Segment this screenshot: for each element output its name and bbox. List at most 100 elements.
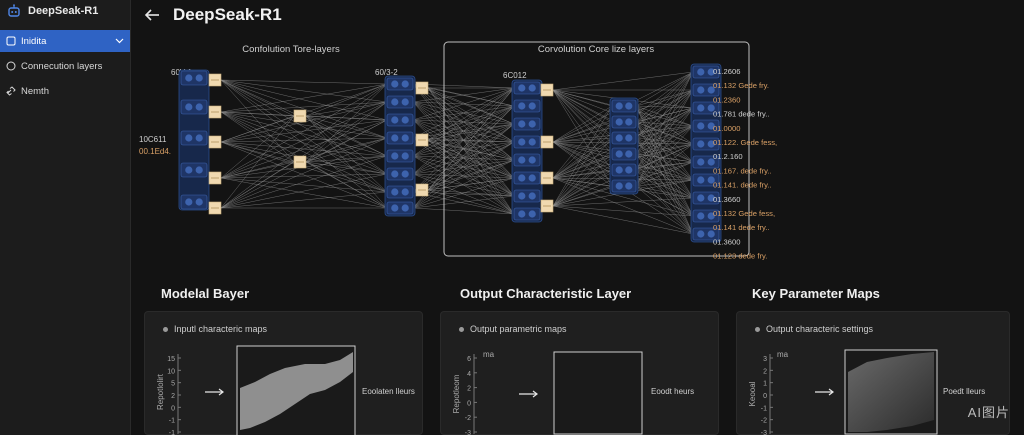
neuron-node [513,171,541,185]
neuron-node [386,201,414,215]
output-label: 01.167. dede fry.. [713,166,772,175]
neuron-node [386,77,414,91]
panel-subtitle: Inputl characteric maps [174,324,268,334]
neuron-node [611,163,637,177]
gradient-area [848,352,934,432]
y-tick-label: -1 [761,405,767,412]
sidebar-item-label: Connecution layers [21,60,103,72]
chevron-down-icon[interactable] [115,36,124,47]
neuron-node [692,173,720,187]
bullet-icon [755,326,760,332]
output-label: 01.2360 [713,95,740,104]
y-tick-label: 0 [467,400,471,407]
neuron-node [513,189,541,203]
neuron-node [692,227,720,241]
layer-column [384,75,416,217]
side-label: Eoodt heurs [651,387,694,396]
area-band [240,352,353,430]
neuron-node [180,194,208,210]
neuron-node [386,185,414,199]
side-label: Eoolaten lleurs [362,387,415,396]
panel-heading-output-characteristic: Output Characteristic Layer [460,286,632,301]
neuron-node [386,149,414,163]
neuron-node [513,117,541,131]
neuron-node [513,135,541,149]
mid-layer-label-1: 60/3-2 [375,68,398,77]
output-label: 01.122. Gede fess, [713,138,777,147]
neuron-node [611,115,637,129]
y-tick-label: -2 [465,415,471,422]
y-tick-label: 0 [763,393,767,400]
sidebar-item-connecution-layers[interactable]: Connecution layers [0,55,130,77]
sidebar: DeepSeak-R1 Inidita Connecution layers N… [0,0,131,435]
sidebar-item-inidita[interactable]: Inidita [0,30,130,52]
neuron-node [513,81,541,95]
neuron-node [386,113,414,127]
robot-icon [6,3,22,19]
y-axis-label: Repotlolirt [156,373,165,410]
neuron-node [180,162,208,178]
neuron-node [692,155,720,169]
network-diagram: Confolution Tore-layers Corvolution Core… [139,41,777,261]
output-label: 01.2606 [713,67,740,76]
back-arrow-icon[interactable] [143,6,161,24]
y-tick-label: 6 [467,356,471,363]
neuron-node [692,119,720,133]
watermark: AI图片 [967,405,1010,420]
input-side-label-2: 00.1Ed4. [139,147,171,156]
highlight-box [443,41,750,257]
neuron-node [180,99,208,115]
output-label: 01.3600 [713,237,740,246]
neuron-node [386,95,414,109]
bullet-icon [163,326,168,332]
y-tick-label: 0 [171,405,175,412]
y-tick-label: -1 [169,418,175,425]
app-title: DeepSeak-R1 [28,5,99,17]
page-title: DeepSeak-R1 [173,5,282,24]
y-tick-label: -2 [761,418,767,425]
neuron-node [386,131,414,145]
layer-column [609,97,639,195]
y-axis-label: Keooal [748,381,757,406]
link-icon [6,86,16,96]
mid-layer-label-2: 6C012 [503,71,527,80]
left-group-title: Confolution Tore-layers [242,44,340,55]
output-label: 01.0000 [713,124,740,133]
right-group-title: Corvolution Core lize layers [538,44,654,55]
y-tick-label: 15 [167,356,175,363]
y-tick-label: 2 [171,393,175,400]
sidebar-item-nemth[interactable]: Nemth [0,80,130,102]
panel-heading-key-parameter: Key Parameter Maps [752,286,880,301]
y-tick-label: -1 [169,430,175,435]
connection-lines [220,71,694,235]
brand[interactable]: DeepSeak-R1 [0,0,130,22]
neuron-node [692,83,720,97]
layer-column [511,79,543,223]
neuron-node [692,209,720,223]
output-label: 01.2.160 [713,152,743,161]
output-label: 01.123 dede fry. [713,252,767,261]
neuron-node [513,99,541,113]
y-tick-label: 2 [763,368,767,375]
panel-subtitle: Output parametric maps [470,324,567,334]
output-label: 01.141 dede fry.. [713,223,769,232]
neuron-node [611,131,637,145]
panel-modelal-bayer: Inputl characteric maps Repotlolirt 15 10… [144,311,423,435]
y-tick-label: 10 [167,368,175,375]
panel-key-parameter: Output characteric settings Keooal ma 3 2… [736,311,1010,435]
sidebar-item-label: Inidita [21,35,47,47]
y-tick-label: 2 [467,386,471,393]
panel-subtitle: Output characteric settings [766,324,874,334]
sidebar-item-label: Nemth [21,85,49,97]
neuron-node [611,179,637,193]
y-unit-label: ma [777,350,789,359]
y-tick-label: 3 [763,356,767,363]
output-label: 01.132 Gede fry. [713,81,769,90]
neuron-node [513,207,541,221]
neuron-node [180,70,208,86]
output-label: 01.132 Gede fess, [713,209,775,218]
